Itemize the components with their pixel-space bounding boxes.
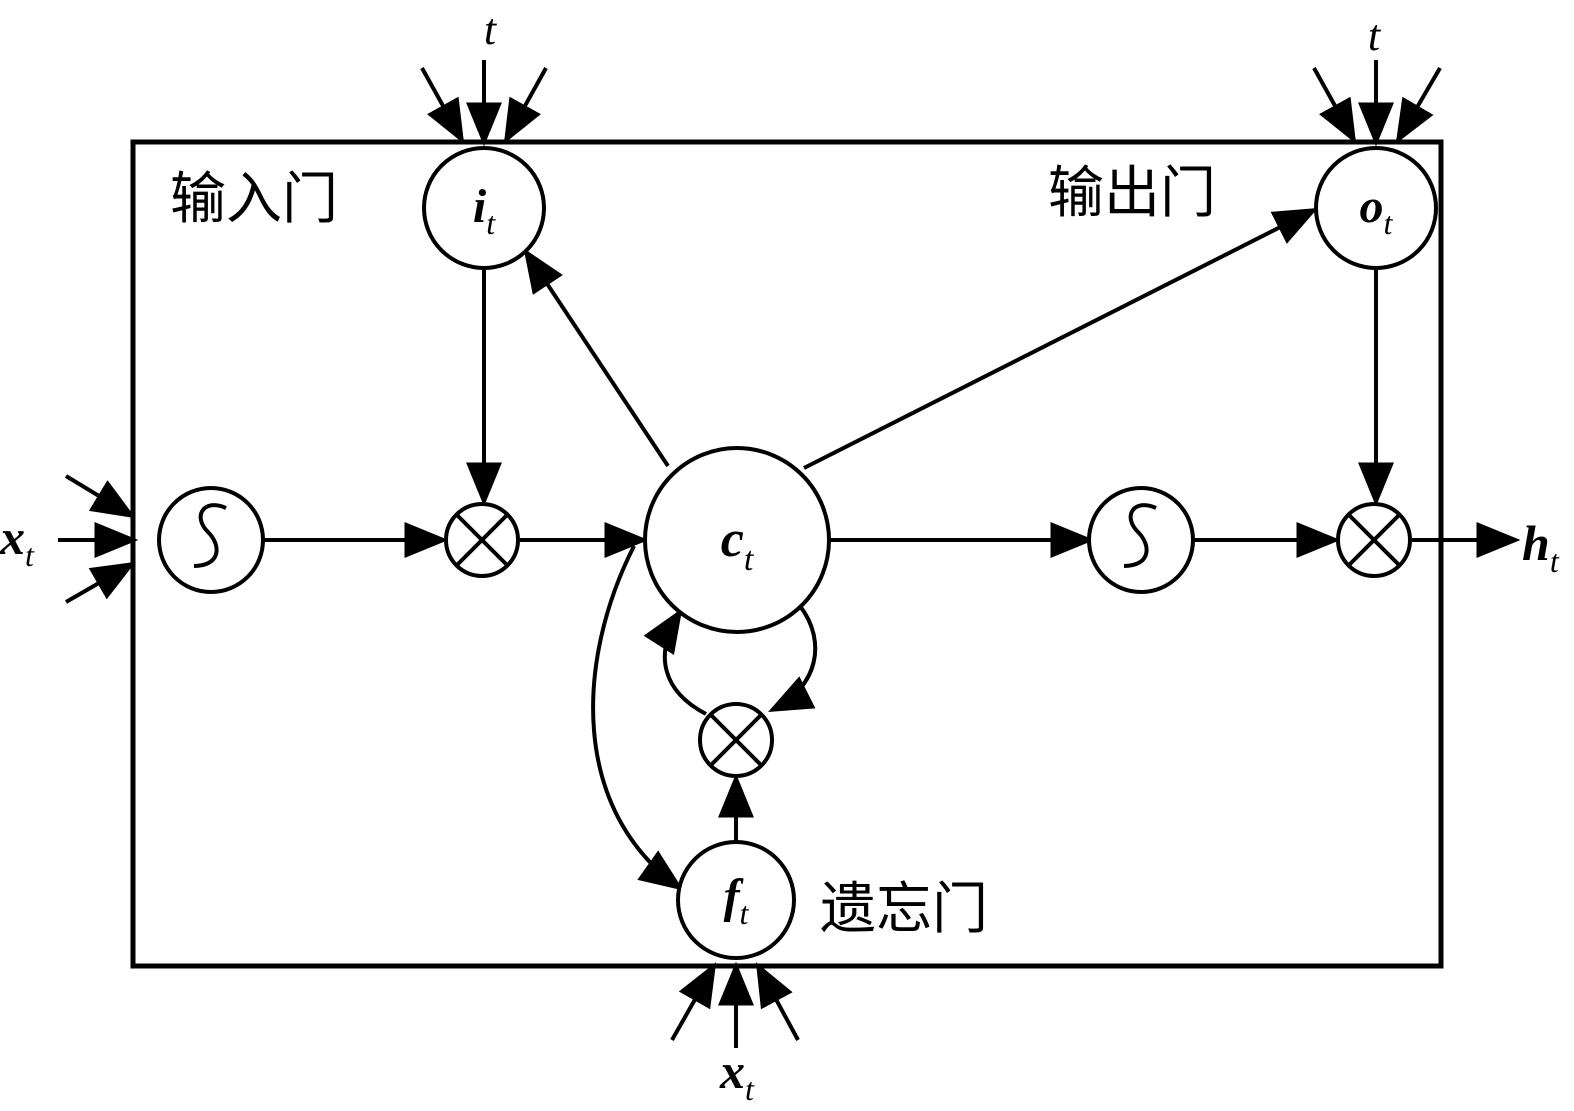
forget-gate-node <box>676 840 796 960</box>
svg-text:ct: ct <box>721 511 755 578</box>
forget-multiply-node <box>698 702 774 778</box>
output-gate-subscript: t <box>1384 205 1394 241</box>
input-left-subscript: t <box>25 537 35 573</box>
input-multiply-node <box>444 502 520 578</box>
input-gate-subscript: t <box>486 205 496 241</box>
input-gate-label: 输入门 <box>170 167 338 232</box>
output-sigmoid-icon <box>1123 503 1157 568</box>
svg-text:it: it <box>473 180 496 241</box>
input-gate-node <box>422 146 546 270</box>
input-sigmoid-node <box>157 486 265 594</box>
input-bottom-arrows <box>670 961 800 1048</box>
svg-text:xt: xt <box>719 1043 755 1107</box>
output-gate-node <box>1314 146 1438 270</box>
output-gate-label: 输出门 <box>1048 161 1216 226</box>
input-bottom-symbol: x <box>719 1043 745 1099</box>
time-label-right: t <box>1368 11 1382 60</box>
svg-text:ft: ft <box>724 870 750 931</box>
output-gate-symbol: o <box>1360 180 1384 233</box>
svg-text:ht: ht <box>1522 515 1560 579</box>
input-gate-symbol: i <box>473 180 487 233</box>
cell-state-symbol: c <box>721 511 744 568</box>
forget-gate-subscript: t <box>740 895 750 931</box>
input-bottom-subscript: t <box>745 1071 755 1107</box>
input-gate-top-arrows <box>420 60 548 147</box>
input-left-symbol: x <box>0 509 25 565</box>
output-h-subscript: t <box>1550 543 1560 579</box>
cell-to-forget-multiply-arrow <box>768 604 818 712</box>
output-multiply-node <box>1336 502 1412 578</box>
forget-gate-label: 遗忘门 <box>820 877 988 942</box>
cell-to-forget-gate-arrow <box>591 545 684 891</box>
time-label-left: t <box>484 5 498 54</box>
svg-text:ot: ot <box>1360 180 1394 241</box>
output-gate-top-arrows <box>1312 60 1442 147</box>
cell-to-output-gate-arrow <box>803 208 1318 470</box>
forget-multiply-to-cell-arrow <box>643 608 707 716</box>
svg-text:xt: xt <box>0 509 35 573</box>
output-h-symbol: h <box>1522 515 1550 571</box>
cell-state-node <box>643 446 831 634</box>
cell-to-input-gate-arrow <box>523 248 670 468</box>
input-left-arrows <box>58 474 139 604</box>
output-sigmoid-node <box>1087 486 1195 594</box>
cell-state-subscript: t <box>744 541 755 578</box>
forget-gate-symbol: f <box>724 870 744 923</box>
input-sigmoid-icon <box>193 503 227 568</box>
